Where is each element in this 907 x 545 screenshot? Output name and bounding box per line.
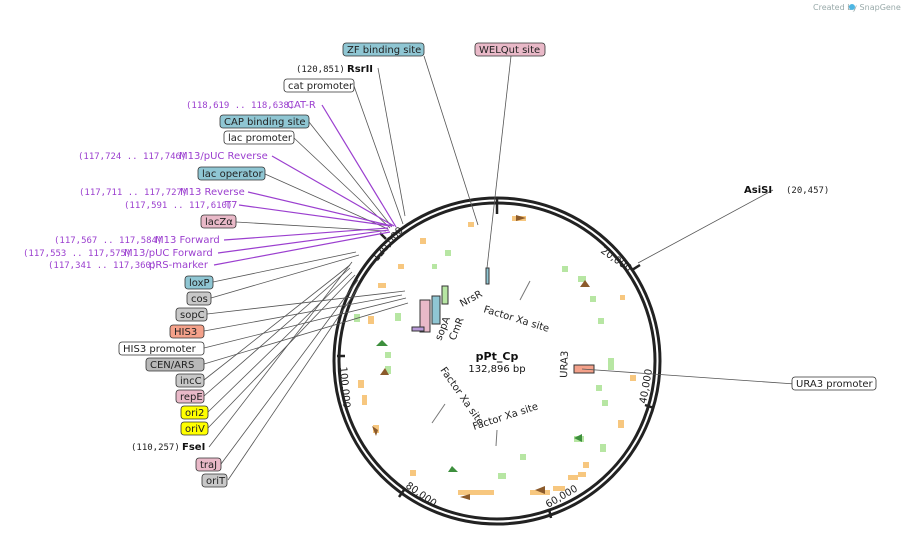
feature-loxp[interactable]: loxP (184, 275, 214, 290)
restriction-site-asisi[interactable]: AsiSI (20,457) (744, 185, 829, 196)
primer-m13-forward[interactable]: (117,567 .. 117,584) M13 Forward (54, 235, 220, 246)
feature-ura3-promoter[interactable]: URA3 promoter (791, 376, 877, 391)
tick-80000 (397, 489, 406, 498)
snapgene-logo-icon (849, 4, 855, 10)
primer-name: T7 (224, 200, 237, 211)
primer-name: CAT-R (287, 100, 316, 111)
tick-60000 (547, 508, 553, 519)
site-name: FseI (182, 442, 205, 453)
feature-label: HIS3 (174, 327, 197, 338)
tick-20000 (631, 263, 641, 272)
feature-label: loxP (189, 278, 210, 289)
site-name: RsrII (347, 64, 373, 75)
feature-label: CAP binding site (224, 117, 306, 128)
watermark: Created by SnapGene (813, 3, 901, 12)
site-range: (20,457) (786, 186, 829, 196)
feature-repe[interactable]: repE (175, 389, 205, 404)
feature-cat-promoter[interactable]: cat promoter (283, 78, 355, 93)
feature-label: incC (180, 376, 202, 387)
tick-label-120000: 120,000 (371, 225, 406, 264)
feature-label: traJ (200, 460, 217, 471)
primer-range: (117,711 .. 117,727) (79, 188, 187, 198)
feature-lac-operator[interactable]: lac operator (197, 166, 266, 181)
site-name: AsiSI (744, 185, 772, 196)
inner-label-ura3: URA3 (559, 351, 571, 378)
primer-m13-reverse[interactable]: (117,711 .. 117,727) M13 Reverse (79, 187, 245, 198)
feature-welqut-site[interactable]: WELQut site (474, 42, 546, 57)
feature-zf-binding-site[interactable]: ZF binding site (342, 42, 425, 57)
primer-prs-marker[interactable]: (117,341 .. 117,360) pRS-marker (48, 260, 209, 271)
primer-m13-puc-forward[interactable]: (117,553 .. 117,575) M13/pUC Forward (23, 248, 213, 259)
inner-label-factor-xa-1: Factor Xa site (482, 304, 550, 334)
feature-sopc[interactable]: sopC (175, 307, 208, 322)
feature-label: cos (191, 294, 208, 305)
feature-label: repE (180, 392, 203, 403)
tick-40000 (644, 403, 655, 410)
feature-label: lac operator (202, 169, 263, 180)
feature-label: oriT (206, 476, 226, 487)
restriction-site-fsei[interactable]: (110,257) FseI (131, 442, 205, 453)
feature-label: ZF binding site (347, 45, 421, 56)
feature-his3-promoter[interactable]: HIS3 promoter (118, 341, 205, 356)
site-range: (120,851) (296, 65, 345, 75)
feature-incc[interactable]: incC (175, 373, 205, 388)
plasmid-size: 132,896 bp (468, 364, 525, 375)
feature-cos[interactable]: cos (186, 291, 212, 306)
feature-label: lac promoter (228, 133, 293, 144)
feature-label: sopC (180, 310, 205, 321)
tick-marks (337, 198, 655, 519)
plasmid-name: pPt_Cp (476, 350, 519, 363)
feature-his3[interactable]: HIS3 (169, 324, 205, 339)
feature-lac-promoter[interactable]: lac promoter (223, 130, 295, 145)
primer-cat-r[interactable]: (118,619 .. 118,638) CAT-R (186, 100, 316, 111)
primer-m13-puc-reverse[interactable]: (117,724 .. 117,746) M13/pUC Reverse (78, 151, 268, 162)
primer-name: M13/pUC Forward (124, 248, 213, 259)
primer-range: (117,567 .. 117,584) (54, 236, 162, 246)
feature-cen-ars[interactable]: CEN/ARS (145, 357, 205, 372)
primer-name: pRS-marker (149, 260, 209, 271)
primer-range: (117,724 .. 117,746) (78, 152, 186, 162)
restriction-site-rsrii[interactable]: (120,851) RsrII (296, 64, 373, 75)
feature-traj[interactable]: traJ (195, 457, 222, 472)
primer-leader-lines (213, 104, 397, 266)
leader-lines (203, 55, 796, 481)
primer-name: M13 Forward (155, 235, 220, 246)
inner-label-nrsr: NrsR (458, 289, 484, 310)
feature-oriv[interactable]: oriV (180, 421, 209, 436)
feature-label: WELQut site (479, 45, 540, 56)
primer-range: (117,341 .. 117,360) (48, 261, 156, 271)
primer-name: M13/pUC Reverse (179, 151, 268, 162)
feature-cap-binding-site[interactable]: CAP binding site (219, 114, 310, 129)
feature-label: ori2 (185, 408, 204, 419)
site-range: (110,257) (131, 443, 180, 453)
primer-range: (117,553 .. 117,575) (23, 249, 131, 259)
primer-range: (117,591 .. 117,610) (124, 201, 232, 211)
primer-t7[interactable]: (117,591 .. 117,610) T7 (124, 200, 237, 211)
feature-ori2[interactable]: ori2 (180, 405, 209, 420)
feature-label: cat promoter (288, 81, 354, 92)
feature-label: CEN/ARS (150, 360, 194, 371)
primer-name: M13 Reverse (180, 187, 245, 198)
feature-glyphs (354, 215, 636, 500)
feature-lacz-alpha[interactable]: lacZα (200, 214, 237, 229)
tick-label-100000: 100,000 (337, 366, 352, 408)
feature-label: oriV (185, 424, 205, 435)
feature-label: URA3 promoter (796, 379, 874, 390)
feature-orit[interactable]: oriT (201, 473, 228, 488)
primer-range: (118,619 .. 118,638) (186, 101, 294, 111)
feature-label: HIS3 promoter (123, 344, 197, 355)
feature-label-boxes: ZF binding site WELQut site cat promoter… (118, 42, 877, 488)
feature-label: lacZα (205, 217, 233, 228)
